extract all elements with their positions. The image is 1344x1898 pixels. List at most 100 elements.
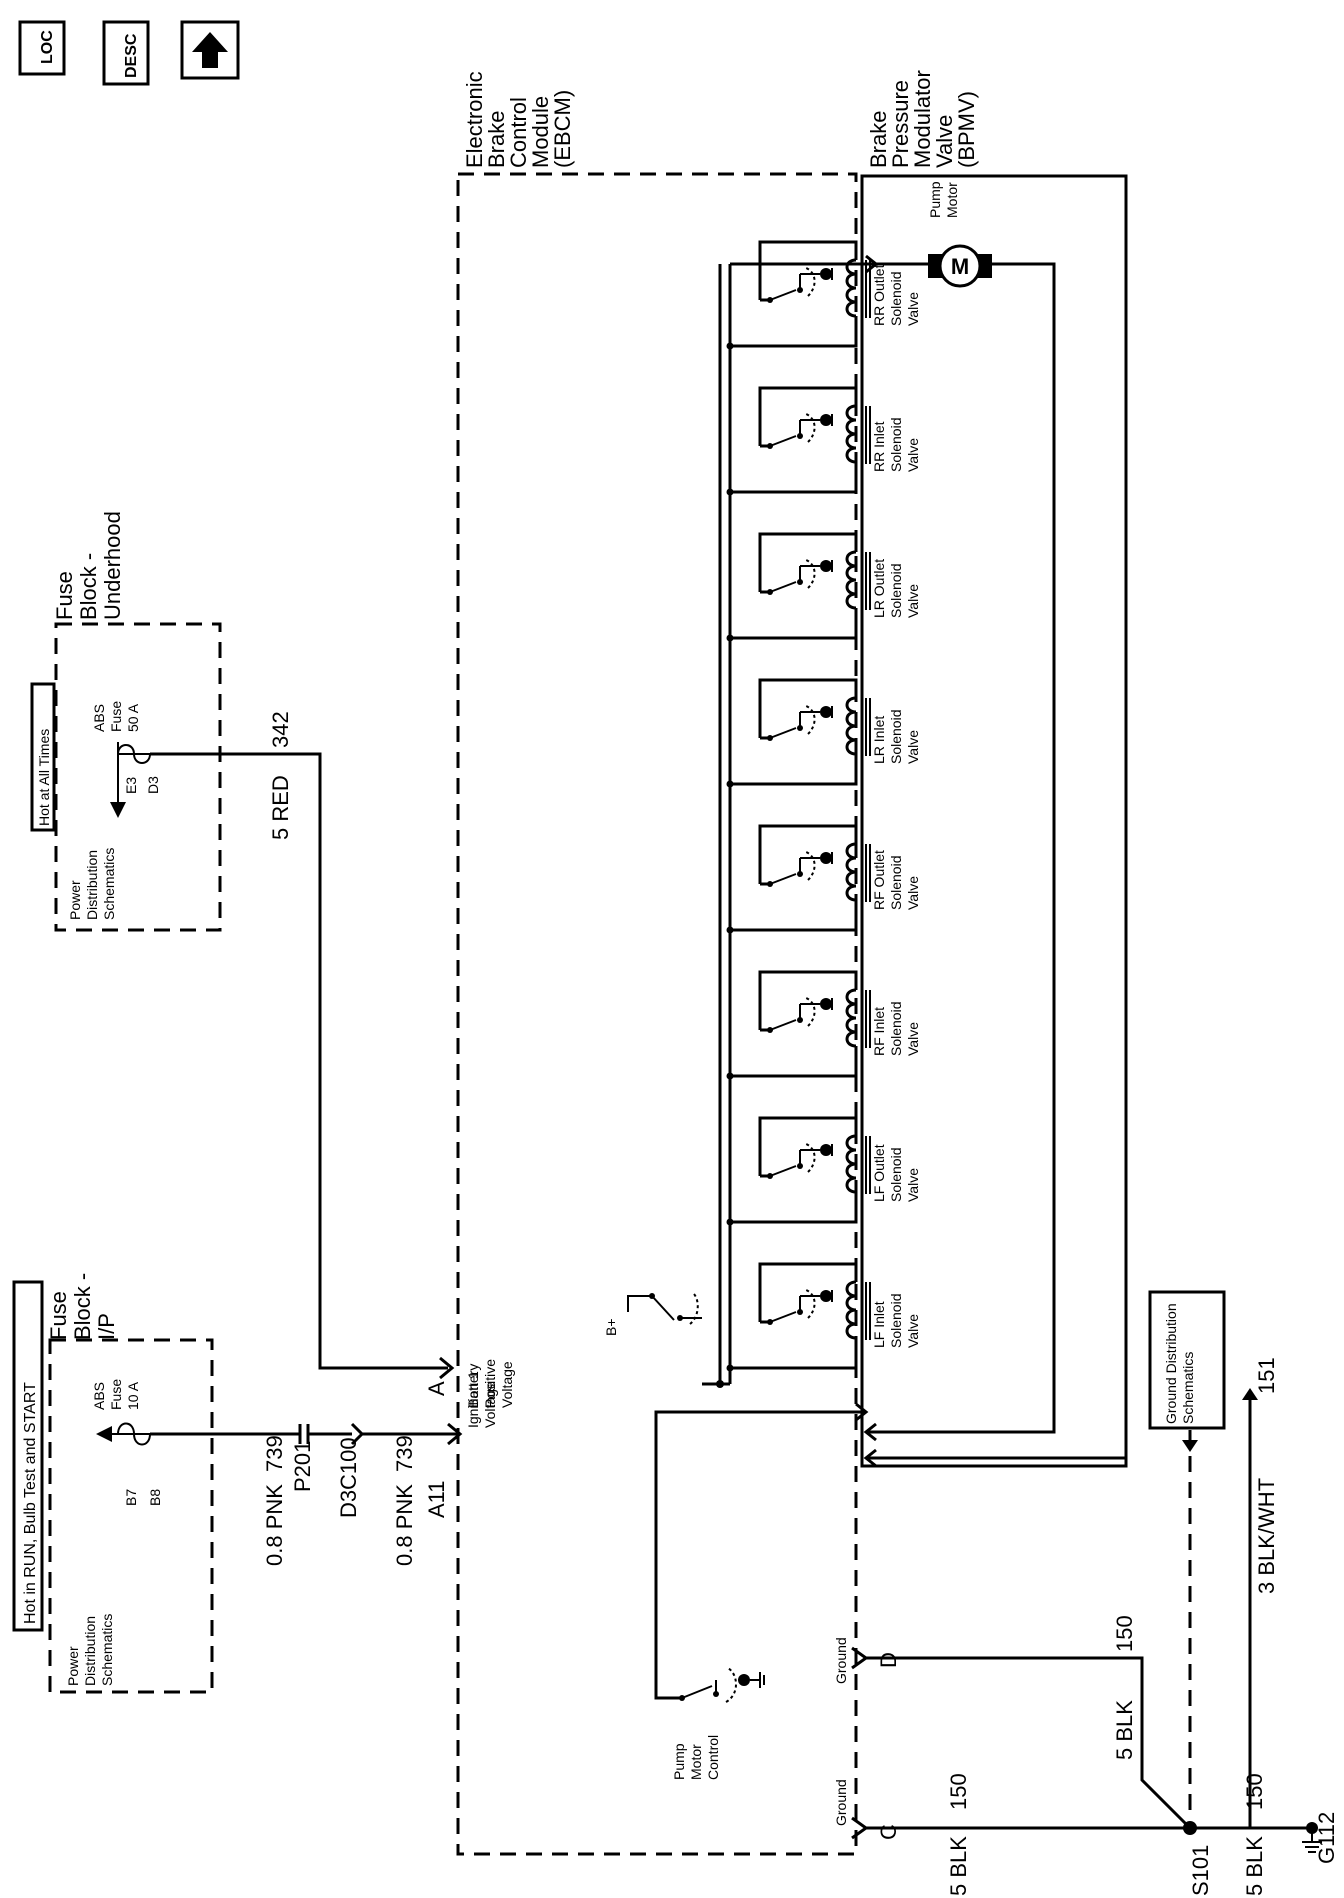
bplus-switch: B+: [603, 1291, 724, 1388]
svg-text:Valve: Valve: [905, 730, 921, 764]
ground-c-label: Ground: [833, 1779, 849, 1826]
ground-distribution-box[interactable]: Ground Distribution Schematics: [1148, 1290, 1226, 1430]
bpmv-return: [866, 176, 1128, 1460]
svg-text:Fuse: Fuse: [52, 571, 77, 620]
bpmv-box: [860, 174, 1128, 1468]
svg-text:Pump: Pump: [927, 181, 943, 218]
svg-text:Fuse: Fuse: [108, 1379, 124, 1410]
pump-motor-label: Pump Motor: [927, 181, 960, 218]
a11-label: A11: [424, 1480, 449, 1518]
wire2-circuit: 739: [392, 1435, 417, 1472]
loc-button[interactable]: LOC: [18, 20, 66, 76]
a-label: A: [424, 1381, 449, 1396]
blkG-gauge: 5 BLK: [1242, 1836, 1267, 1896]
up-arrow-icon: [192, 32, 228, 68]
svg-text:Valve: Valve: [905, 1314, 921, 1348]
c-label: C: [876, 1824, 901, 1840]
svg-text:Power: Power: [67, 880, 83, 920]
svg-text:ABS: ABS: [91, 704, 107, 732]
pump-motor-control-label: Pump Motor Control: [671, 1735, 721, 1780]
svg-text:LF Inlet: LF Inlet: [871, 1301, 887, 1348]
ground-circuits: Ground Ground C D: [833, 1388, 1322, 1853]
svg-text:Solenoid: Solenoid: [888, 418, 904, 473]
svg-text:Solenoid: Solenoid: [888, 1148, 904, 1203]
desc-button[interactable]: DESC: [102, 20, 150, 86]
svg-text:Ground Distribution: Ground Distribution: [1163, 1303, 1179, 1424]
svg-text:RR Inlet: RR Inlet: [871, 421, 887, 472]
svg-text:Valve: Valve: [932, 115, 957, 168]
pump-motor: Pump Motor M: [863, 181, 1056, 1442]
svg-text:50 A: 50 A: [125, 703, 141, 732]
svg-text:Brake: Brake: [484, 111, 509, 168]
svg-text:LR Outlet: LR Outlet: [871, 559, 887, 618]
wire1-circuit: 739: [262, 1435, 287, 1472]
svg-text:LF Outlet: LF Outlet: [871, 1144, 887, 1202]
fuse-block-uh-title: Fuse Block - Underhood: [52, 511, 125, 620]
fuse-block-ip: Hot in RUN, Bulb Test and START Fuse Blo…: [12, 1273, 214, 1694]
svg-text:Distribution: Distribution: [82, 1616, 98, 1686]
pin-b8: B8: [147, 1489, 163, 1506]
p201-label: P201: [290, 1441, 315, 1492]
svg-text:Voltage: Voltage: [499, 1361, 515, 1408]
svg-text:Solenoid: Solenoid: [888, 1294, 904, 1349]
red-circuit: 342: [268, 711, 293, 748]
svg-text:Fuse: Fuse: [108, 701, 124, 732]
loc-label: LOC: [39, 30, 56, 64]
svg-text:(EBCM): (EBCM): [550, 90, 575, 168]
svg-text:Valve: Valve: [905, 292, 921, 326]
up-button[interactable]: [180, 20, 240, 80]
fuse-block-ip-title: Fuse Block - I/P: [46, 1273, 119, 1340]
hot-ip-label: Hot in RUN, Bulb Test and START: [22, 1382, 39, 1624]
blkwht-gauge: 3 BLK/WHT: [1254, 1478, 1279, 1594]
fuse-abs-50a: ABS Fuse 50 A: [91, 701, 141, 732]
svg-text:LR Inlet: LR Inlet: [871, 716, 887, 764]
svg-text:Fuse: Fuse: [46, 1291, 71, 1340]
wire2-gauge: 0.8 PNK: [392, 1484, 417, 1566]
svg-text:Pump: Pump: [671, 1743, 687, 1780]
svg-text:Valve: Valve: [905, 876, 921, 910]
ebcm-title: Electronic Brake Control Module (EBCM): [462, 71, 575, 168]
svg-text:Valve: Valve: [905, 584, 921, 618]
ebcm-box: [456, 172, 858, 1856]
fuse-abs-10a: ABS Fuse 10 A: [91, 1379, 141, 1410]
svg-text:Solenoid: Solenoid: [888, 564, 904, 619]
svg-text:(BPMV): (BPMV): [954, 91, 979, 168]
wire-pnk-739: [150, 1422, 463, 1446]
svg-text:Motor: Motor: [944, 182, 960, 218]
d3-conn-label: D3: [336, 1490, 361, 1518]
fuse-block-underhood: Hot at All Times Fuse Block - Underhood …: [30, 511, 222, 932]
ground-d-label: Ground: [833, 1637, 849, 1684]
svg-text:I/P: I/P: [94, 1313, 119, 1340]
svg-text:Modulator: Modulator: [910, 70, 935, 168]
bpmv-title: Brake Pressure Modulator Valve (BPMV): [866, 70, 979, 168]
svg-text:Solenoid: Solenoid: [888, 272, 904, 327]
ignition-voltage-label: Ignition 1 Voltage: [465, 1371, 498, 1428]
svg-text:Brake: Brake: [866, 111, 891, 168]
svg-text:Solenoid: Solenoid: [888, 856, 904, 911]
svg-text:Schematics: Schematics: [101, 848, 117, 920]
svg-text:Power: Power: [65, 1646, 81, 1686]
svg-text:Solenoid: Solenoid: [888, 1002, 904, 1057]
pin-e3: E3: [123, 777, 139, 794]
d-label: D: [876, 1652, 901, 1668]
svg-text:Battery: Battery: [465, 1364, 481, 1408]
c100-label: C100: [336, 1437, 361, 1490]
hot-uh-label: Hot at All Times: [36, 729, 52, 826]
svg-text:Schematics: Schematics: [99, 1614, 115, 1686]
svg-text:Module: Module: [528, 96, 553, 168]
svg-text:Underhood: Underhood: [100, 511, 125, 620]
blkwht-circuit: 151: [1254, 1357, 1279, 1394]
svg-text:Control: Control: [506, 97, 531, 168]
battery-voltage-label: Battery Positive Voltage: [465, 1359, 515, 1408]
